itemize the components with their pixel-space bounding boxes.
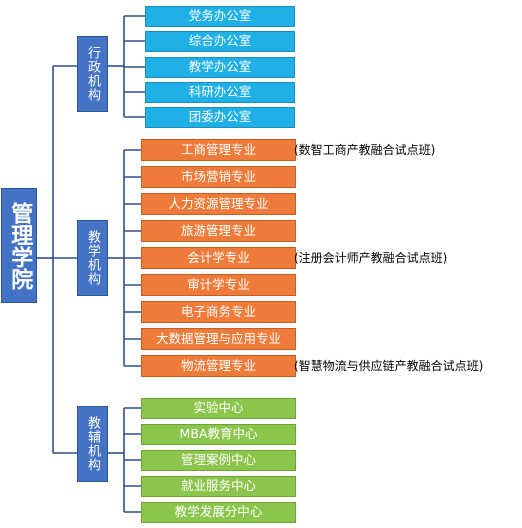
major-item: 大数据管理与应用专业 [141, 328, 296, 350]
major-item: 会计学专业 [141, 247, 296, 269]
admin-office-item: 教学办公室 [145, 57, 295, 78]
support-center-item: MBA教育中心 [141, 424, 296, 445]
note-pilot-class: (注册会计师产教融合试点班) [294, 251, 448, 265]
group-node-admin: 行政机构 [77, 36, 108, 112]
group-node-teaching: 教学机构 [77, 220, 108, 296]
major-item: 电子商务专业 [141, 301, 296, 323]
major-item: 旅游管理专业 [141, 220, 296, 242]
major-item: 人力资源管理专业 [141, 193, 296, 215]
major-item: 市场营销专业 [141, 166, 296, 188]
admin-office-item: 综合办公室 [145, 31, 295, 52]
admin-office-item: 团委办公室 [145, 107, 295, 128]
admin-office-item: 科研办公室 [145, 82, 295, 103]
root-node: 管理学院 [1, 188, 37, 303]
note-pilot-class: (智慧物流与供应链产教融合试点班) [294, 359, 484, 373]
major-item: 物流管理专业 [141, 355, 296, 377]
group-node-support: 教辅机构 [77, 406, 108, 482]
support-center-item: 教学发展分中心 [141, 502, 296, 523]
note-pilot-class: (数智工商产教融合试点班) [294, 143, 436, 157]
major-item: 审计学专业 [141, 274, 296, 296]
major-item: 工商管理专业 [141, 139, 296, 161]
support-center-item: 就业服务中心 [141, 476, 296, 497]
support-center-item: 管理案例中心 [141, 450, 296, 471]
support-center-item: 实验中心 [141, 398, 296, 419]
admin-office-item: 党务办公室 [145, 6, 295, 27]
